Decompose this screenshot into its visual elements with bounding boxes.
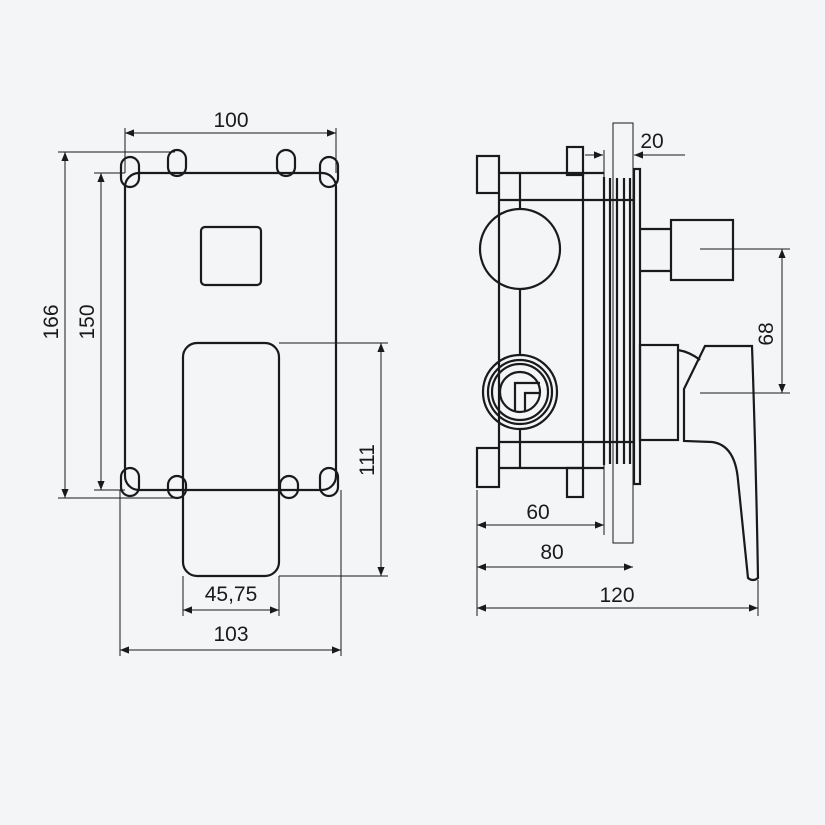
inlet-circle (478, 207, 562, 291)
wall-section (612, 122, 634, 544)
mounting-lugs (119, 148, 340, 500)
front-view: 100 166 150 111 45,75 103 (40, 109, 388, 656)
handle (181, 341, 281, 578)
dim-plate-thickness: 20 (640, 130, 663, 153)
lever-handle (682, 344, 760, 582)
dim-total-depth: 120 (599, 584, 634, 607)
dim-height-inner: 150 (76, 304, 99, 339)
diverter-button (199, 225, 263, 287)
dim-handle-width: 45,75 (205, 583, 258, 606)
diverter-knob (669, 218, 735, 282)
dim-depth-to-wall: 80 (540, 541, 563, 564)
dim-body-depth: 60 (526, 501, 549, 524)
side-view: 20 68 60 80 120 (475, 122, 790, 616)
dim-width-top: 100 (213, 109, 248, 132)
dim-handle-offset: 68 (755, 322, 778, 345)
dim-height-outer: 166 (40, 304, 63, 339)
cover-plate (123, 171, 338, 492)
dim-handle-height: 111 (356, 444, 379, 476)
dim-width-bottom: 103 (213, 623, 248, 646)
